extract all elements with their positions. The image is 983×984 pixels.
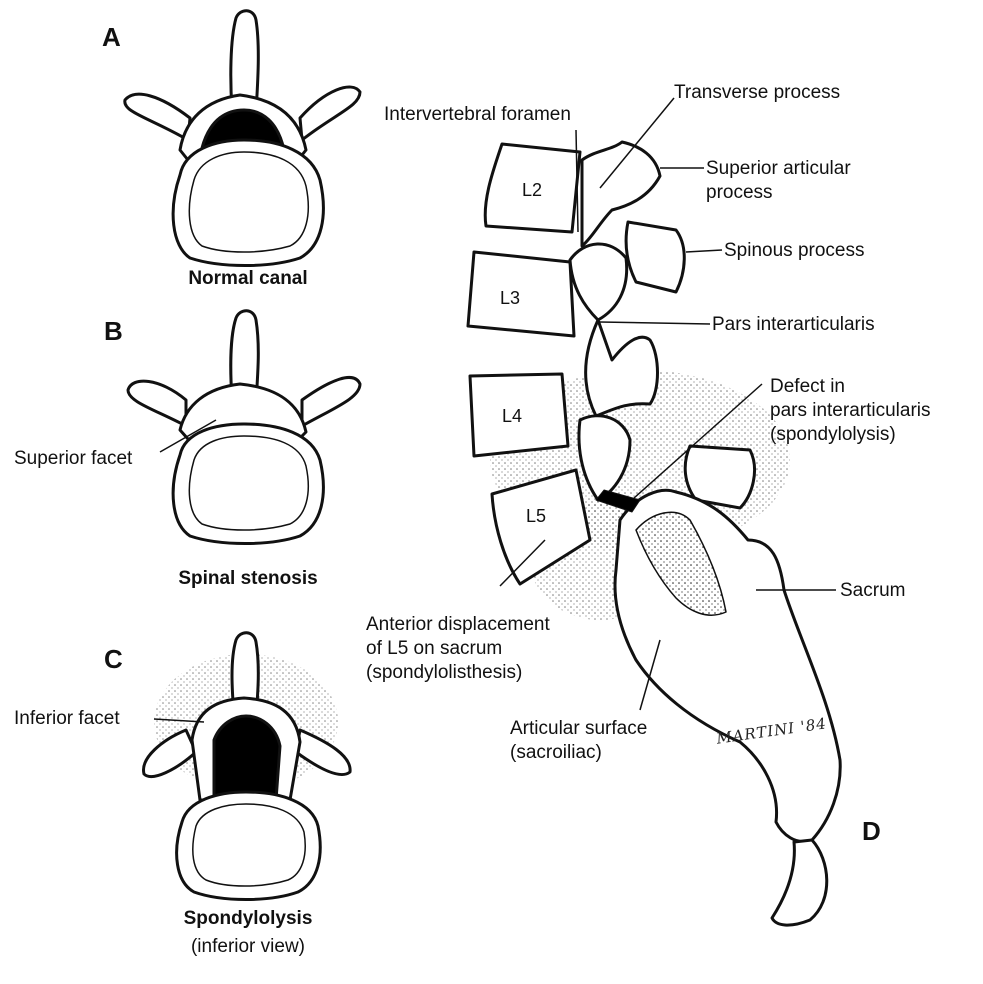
leader-pars bbox=[600, 322, 710, 324]
label-articular-1: Articular surface bbox=[510, 718, 647, 740]
panel-letter-a: A bbox=[102, 22, 121, 53]
leader-spinous bbox=[686, 250, 722, 252]
panel-letter-c: C bbox=[104, 644, 123, 675]
label-inferior-facet: Inferior facet bbox=[14, 708, 120, 730]
vertebra-label-l3: L3 bbox=[500, 288, 520, 309]
caption-spinal-stenosis: Spinal stenosis bbox=[148, 568, 348, 590]
vertebra-a bbox=[125, 11, 360, 266]
vertebra-c bbox=[144, 633, 351, 900]
leader-foramen bbox=[576, 130, 578, 232]
lateral-spine bbox=[468, 98, 840, 925]
label-intervertebral-foramen: Intervertebral foramen bbox=[384, 104, 571, 126]
label-spinous-process: Spinous process bbox=[724, 240, 864, 262]
label-transverse-process: Transverse process bbox=[674, 82, 840, 104]
label-pars-interarticularis: Pars interarticularis bbox=[712, 314, 875, 336]
body-l3 bbox=[468, 252, 574, 336]
label-anterior-2: of L5 on sacrum bbox=[366, 638, 502, 660]
label-defect-1: Defect in bbox=[770, 376, 845, 398]
label-anterior-3: (spondylolisthesis) bbox=[366, 662, 522, 684]
label-defect-3: (spondylolysis) bbox=[770, 424, 896, 446]
label-superior-articular-2: process bbox=[706, 182, 773, 204]
label-defect-2: pars interarticularis bbox=[770, 400, 931, 422]
panel-letter-b: B bbox=[104, 316, 123, 347]
label-superior-articular-1: Superior articular bbox=[706, 158, 851, 180]
vertebra-b bbox=[128, 311, 360, 544]
vertebra-label-l2: L2 bbox=[522, 180, 542, 201]
caption-spondylolysis: Spondylolysis bbox=[148, 908, 348, 930]
vertebra-label-l4: L4 bbox=[502, 406, 522, 427]
label-articular-2: (sacroiliac) bbox=[510, 742, 602, 764]
label-anterior-1: Anterior displacement bbox=[366, 614, 550, 636]
label-sacrum: Sacrum bbox=[840, 580, 905, 602]
vertebra-label-l5: L5 bbox=[526, 506, 546, 527]
panel-letter-d: D bbox=[862, 816, 881, 847]
caption-normal-canal: Normal canal bbox=[148, 268, 348, 290]
caption-inferior-view: (inferior view) bbox=[148, 936, 348, 958]
label-superior-facet: Superior facet bbox=[14, 448, 132, 470]
